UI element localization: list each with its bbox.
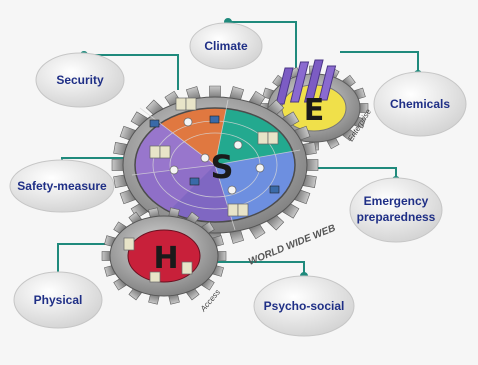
network-nodes: [169, 117, 265, 195]
bubble-security: Security: [35, 52, 125, 108]
monitor-icon: [149, 115, 280, 194]
label-safety-measure: Safety-measure: [17, 179, 107, 193]
label-chemicals: Chemicals: [390, 97, 450, 111]
gear-e-letter: E: [304, 93, 325, 128]
label-physical: Physical: [34, 293, 83, 307]
label-emergency-line2: preparedness: [357, 210, 436, 224]
bubble-safety-measure: Safety-measure: [9, 159, 115, 213]
bubble-psycho-social: Psycho-social: [253, 275, 355, 337]
chemical-bars-icon: [275, 59, 337, 105]
bubble-chemicals: Chemicals: [373, 71, 467, 137]
topic-bubbles: Climate Security Chemicals Safety-measur…: [9, 22, 467, 337]
connector-climate: [228, 21, 297, 80]
label-emergency-line1: Emergency: [364, 194, 429, 208]
building-icon: [123, 237, 193, 283]
label-security: Security: [56, 73, 104, 87]
connector-chemicals: [340, 51, 419, 74]
connector-psychosocial: [212, 261, 305, 276]
bubble-physical: Physical: [13, 271, 103, 329]
server-icon: [149, 97, 279, 217]
gear-access: H Access: [101, 207, 227, 314]
gear-h-caption: Access: [198, 288, 222, 314]
gear-h-letter: H: [153, 241, 178, 276]
bubble-emergency: Emergency preparedness: [349, 177, 443, 243]
connector-physical: [57, 243, 110, 276]
connector-emergency: [305, 167, 397, 180]
bubble-climate: Climate: [189, 22, 263, 70]
gear-s-letter: S: [210, 148, 233, 186]
connector-security: [84, 54, 179, 90]
label-psycho-social: Psycho-social: [264, 299, 345, 313]
label-climate: Climate: [204, 39, 248, 53]
gear-world-wide-web: S WORLD WIDE WEB: [111, 85, 337, 268]
